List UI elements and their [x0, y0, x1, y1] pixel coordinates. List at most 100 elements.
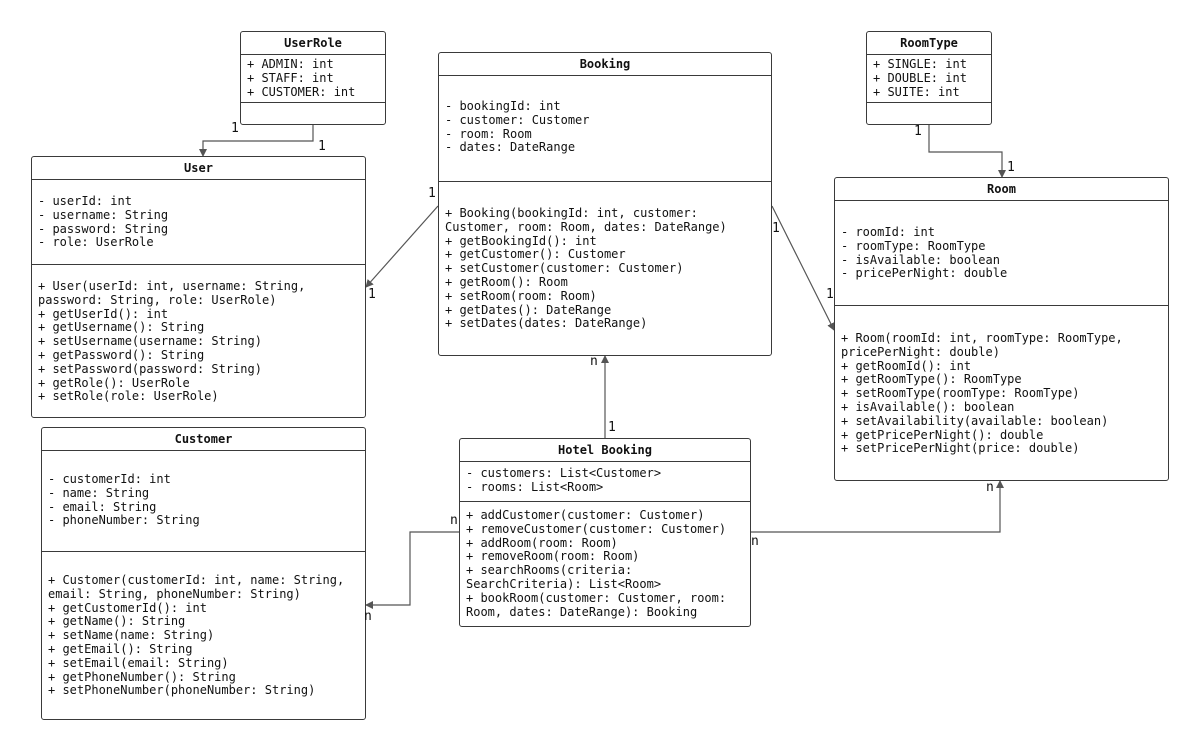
class-title: UserRole [241, 32, 385, 55]
class-hotel-booking[interactable]: Hotel Booking - customers: List<Customer… [459, 438, 751, 627]
mult-hb-booking-src: 1 [608, 420, 616, 435]
section-divider [439, 181, 771, 182]
member-line: - bookingId: int [445, 99, 561, 113]
section-divider [867, 102, 991, 103]
class-booking[interactable]: Booking - bookingId: int- customer: Cust… [438, 52, 772, 356]
attributes-section: - customerId: int- name: String- email: … [42, 472, 365, 528]
member-line: + SUITE: int [873, 84, 960, 99]
methods-section: + Customer(customerId: int, name: String… [42, 573, 365, 698]
member-line: + setEmail(email: String) [48, 655, 229, 670]
member-line: - rooms: List<Room> [466, 479, 604, 494]
member-line: + getUsername(): String [38, 320, 205, 335]
methods-section: + Booking(bookingId: int, customer:Custo… [439, 206, 771, 331]
member-line: + setName(name: String) [48, 628, 215, 643]
edge-hotelbooking-room [751, 480, 1004, 533]
class-title: Customer [42, 428, 365, 451]
member-line: + getEmail(): String [48, 641, 193, 656]
mult-booking-room-src: 1 [772, 221, 780, 236]
section-divider [32, 264, 365, 265]
edge-userrole-user [199, 125, 314, 157]
mult-hb-room-tgt: n [986, 480, 994, 495]
member-line: + setPricePerNight(price: double) [841, 441, 1080, 456]
attributes-section: - roomId: int- roomType: RoomType- isAva… [835, 225, 1168, 281]
attributes-section: - userId: int- username: String- passwor… [32, 194, 365, 250]
member-line: + setRoom(room: Room) [445, 288, 597, 303]
class-title: Hotel Booking [460, 439, 750, 462]
attributes-section: + ADMIN: int+ STAFF: int+ CUSTOMER: int [241, 57, 385, 99]
member-line: + User(userId: int, username: String, [38, 279, 306, 293]
member-line: - password: String [38, 221, 169, 236]
class-room[interactable]: Room - roomId: int- roomType: RoomType- … [834, 177, 1169, 481]
member-line: - dates: DateRange [445, 140, 576, 155]
attributes-section: - customers: List<Customer>- rooms: List… [460, 466, 750, 495]
mult-booking-user-src: 1 [428, 186, 436, 201]
member-line: + setCustomer(customer: Customer) [445, 261, 684, 276]
member-line: + Customer(customerId: int, name: String… [48, 573, 345, 587]
member-line: + getBookingId(): int [445, 233, 597, 248]
member-line: password: String, role: UserRole) [38, 292, 277, 307]
member-line: - name: String [48, 485, 150, 500]
member-line: + setPassword(password: String) [38, 361, 262, 376]
member-line: - roomId: int [841, 225, 935, 239]
member-line: + getRoomId(): int [841, 358, 972, 373]
section-divider [241, 102, 385, 103]
mult-hb-customer-src: n [450, 513, 458, 528]
member-line: - customer: Customer [445, 112, 590, 127]
member-line: - roomType: RoomType [841, 238, 986, 253]
member-line: + getPassword(): String [38, 347, 205, 362]
member-line: + setDates(dates: DateRange) [445, 316, 648, 331]
mult-user-tgt: 1 [318, 139, 326, 154]
member-line: - role: UserRole [38, 235, 154, 250]
member-line: + setPhoneNumber(phoneNumber: String) [48, 683, 316, 698]
edge-hotelbooking-customer [365, 531, 459, 609]
attributes-section: + SINGLE: int+ DOUBLE: int+ SUITE: int [867, 57, 991, 99]
class-customer[interactable]: Customer - customerId: int- name: String… [41, 427, 366, 720]
class-title: Booking [439, 53, 771, 76]
member-line: + STAFF: int [247, 70, 334, 85]
member-line: + getCustomerId(): int [48, 600, 207, 615]
member-line: + addCustomer(customer: Customer) [466, 508, 705, 522]
member-line: email: String, phoneNumber: String) [48, 586, 301, 601]
member-line: + ADMIN: int [247, 57, 334, 71]
member-line: + getPhoneNumber(): String [48, 669, 236, 684]
member-line: + getRole(): UserRole [38, 375, 190, 390]
class-userrole[interactable]: UserRole + ADMIN: int+ STAFF: int+ CUSTO… [240, 31, 386, 125]
member-line: - pricePerNight: double [841, 266, 1008, 281]
member-line: - phoneNumber: String [48, 513, 200, 528]
member-line: - room: Room [445, 126, 532, 141]
member-line: - isAvailable: boolean [841, 252, 1000, 267]
member-line: + getName(): String [48, 614, 186, 629]
mult-hb-booking-tgt: n [590, 354, 598, 369]
mult-hb-customer-tgt: n [364, 609, 372, 624]
member-line: + getRoomType(): RoomType [841, 372, 1022, 387]
member-line: SearchCriteria): List<Room> [466, 576, 662, 591]
member-line: + DOUBLE: int [873, 70, 967, 85]
mult-booking-room-tgt: 1 [826, 287, 834, 302]
member-line: + removeRoom(room: Room) [466, 549, 640, 564]
mult-hb-room-src: n [751, 534, 759, 549]
member-line: + getRoom(): Room [445, 274, 568, 289]
attributes-section: - bookingId: int- customer: Customer- ro… [439, 99, 771, 155]
member-line: + Room(roomId: int, roomType: RoomType, [841, 331, 1123, 345]
class-title: Room [835, 178, 1168, 201]
class-user[interactable]: User - userId: int- username: String- pa… [31, 156, 366, 418]
class-title: RoomType [867, 32, 991, 55]
mult-booking-user-tgt: 1 [368, 287, 376, 302]
section-divider [460, 501, 750, 502]
member-line: + Booking(bookingId: int, customer: [445, 206, 698, 220]
edge-booking-user [365, 205, 439, 288]
member-line: + CUSTOMER: int [247, 84, 356, 99]
member-line: + isAvailable(): boolean [841, 399, 1015, 414]
member-line: + getCustomer(): Customer [445, 247, 626, 262]
member-line: Customer, room: Room, dates: DateRange) [445, 219, 727, 234]
edge-roomtype-room [928, 125, 1006, 178]
member-line: + getDates(): DateRange [445, 302, 612, 317]
mult-room-tgt: 1 [1007, 160, 1015, 175]
section-divider [835, 305, 1168, 306]
member-line: + setRole(role: UserRole) [38, 389, 219, 404]
class-roomtype[interactable]: RoomType + SINGLE: int+ DOUBLE: int+ SUI… [866, 31, 992, 125]
member-line: + setUsername(username: String) [38, 334, 262, 349]
mult-userrole-src: 1 [231, 121, 239, 136]
member-line: + setRoomType(roomType: RoomType) [841, 386, 1080, 401]
